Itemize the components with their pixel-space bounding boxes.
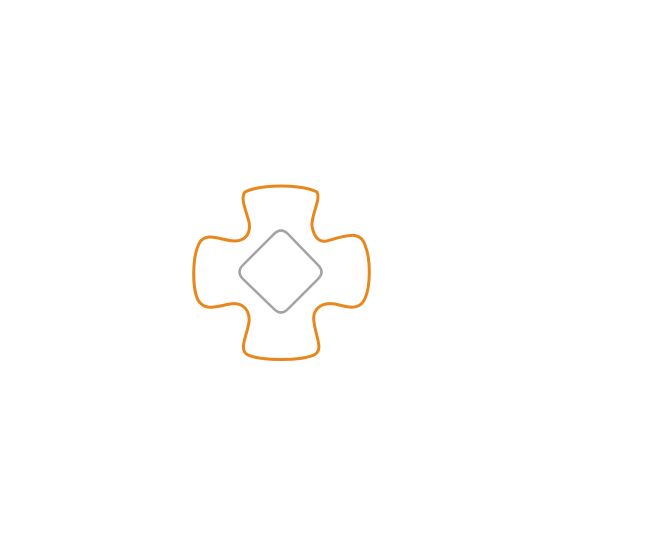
inner-diamond — [238, 229, 323, 314]
cross-outline — [192, 184, 371, 361]
